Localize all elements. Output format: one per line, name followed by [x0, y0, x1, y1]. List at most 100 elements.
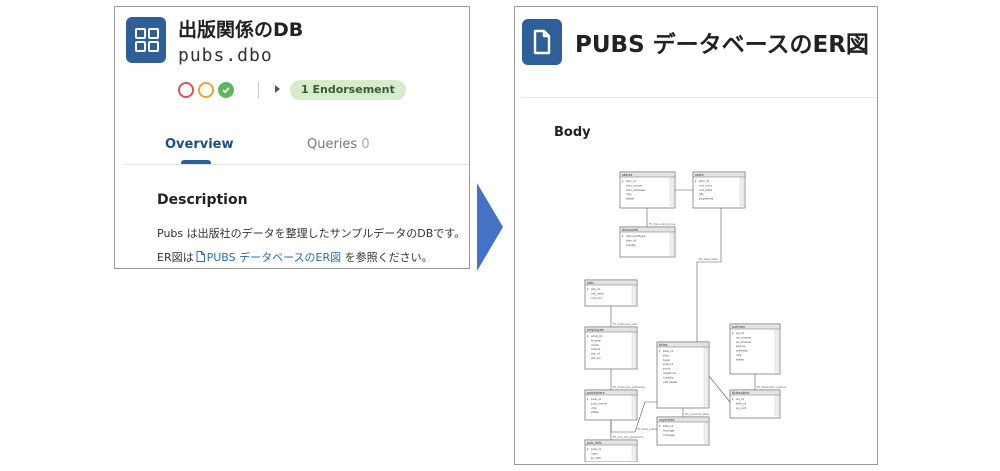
er-column: title_id: [736, 401, 746, 405]
er-column: price: [663, 367, 671, 371]
er-table-title: sales: [695, 173, 704, 177]
er-table-title: discounts: [622, 228, 638, 232]
er-column: au_lname: [736, 335, 751, 339]
er-key-icon: ⚷: [659, 349, 661, 353]
er-table-scrollbar: [669, 232, 674, 256]
er-column: ord_date: [699, 188, 712, 192]
tab-queries-count: 0: [361, 137, 370, 152]
tab-divider: [125, 164, 469, 165]
er-table: stores ⚷stor_idstor_namestor_addresscitys…: [619, 171, 676, 209]
document-icon: [196, 251, 205, 262]
er-column: lname: [591, 347, 600, 351]
green-check-circle-icon[interactable]: [218, 82, 234, 98]
er-column: au_id: [736, 397, 744, 401]
er-column: title_id: [663, 349, 673, 353]
er-column: fname: [591, 338, 601, 342]
description-prefix: ER図は: [157, 251, 194, 264]
er-column: job_id: [590, 287, 600, 291]
er-key-icon: ⚷: [732, 331, 734, 335]
er-table: authors ⚷au_idau_lnameau_fnamephoneaddres…: [729, 323, 781, 375]
er-column: phone: [736, 344, 746, 348]
er-table-title: jobs: [586, 281, 594, 285]
er-relationship-label: FK_pub_info_publishers: [613, 435, 644, 439]
page-title: PUBS データベースのER図: [575, 32, 869, 58]
er-table-scrollbar: [631, 285, 636, 305]
document-icon: [522, 19, 562, 65]
er-column: state: [626, 197, 634, 201]
er-column: type: [663, 358, 670, 362]
er-table-border: [692, 171, 746, 209]
er-table-title: authors: [732, 325, 745, 329]
description-heading: Description: [157, 192, 248, 208]
red-circle-icon[interactable]: [178, 82, 194, 98]
er-column: job_id: [590, 352, 600, 356]
divider: [258, 82, 259, 98]
er-diagram-link[interactable]: PUBS データベースのER図: [206, 251, 342, 264]
er-column: stor_name: [626, 183, 642, 187]
er-key-icon: ⚷: [732, 397, 734, 401]
orange-circle-icon[interactable]: [198, 82, 214, 98]
section-heading: Body: [554, 125, 591, 140]
er-column: address: [736, 349, 748, 353]
tab-queries[interactable]: Queries 0: [307, 137, 370, 152]
database-grid-icon: [126, 17, 166, 63]
er-relationship-label: FK_employee_jobs: [613, 322, 638, 326]
er-column: logo: [591, 451, 598, 455]
tab-overview[interactable]: Overview: [165, 137, 234, 152]
er-table-header: [729, 323, 781, 330]
document-page: PUBS データベースのER図 Body FK_sales_storesFK_d…: [514, 6, 878, 465]
endorsement-badge[interactable]: 1 Endorsement: [290, 80, 406, 100]
er-column: city: [626, 192, 632, 196]
er-key-icon: ⚷: [695, 179, 697, 183]
er-key-icon: ⚷: [587, 447, 589, 451]
er-column: emp_id: [591, 334, 602, 338]
er-table-header: [729, 389, 781, 396]
er-table-scrollbar: [631, 332, 636, 368]
er-column: title: [663, 353, 669, 357]
er-column: royalty: [663, 375, 674, 379]
er-column: qty: [699, 192, 704, 196]
er-column: stor_id: [626, 179, 636, 183]
er-table-border: [619, 171, 676, 209]
er-table-title: pub_info: [587, 441, 602, 445]
er-table-header: [692, 171, 746, 178]
er-relationship-label: FK_roysched_titles: [685, 412, 710, 416]
er-column: stor_address: [626, 188, 646, 192]
er-relationship-label: FK_titles_publishers: [637, 427, 663, 431]
er-column: au_fname: [736, 340, 751, 344]
arrow-right-icon: [477, 183, 503, 271]
er-column: pub_id: [663, 362, 673, 366]
er-table-title: titleauthor: [732, 391, 750, 395]
database-card: 出版関係のDB pubs.dbo 1 Endorsement Overview …: [114, 6, 470, 269]
er-column: title_id: [663, 424, 673, 428]
er-diagram: FK_sales_storesFK_discounts_storesFK_sal…: [584, 171, 787, 462]
er-table-header: [656, 341, 710, 348]
er-column: au_id: [736, 331, 744, 335]
er-table-border: [656, 341, 710, 409]
database-schema: pubs.dbo: [178, 45, 273, 66]
er-table-scrollbar: [631, 395, 636, 419]
er-table-title: publishers: [587, 391, 605, 395]
er-relationship-line: [708, 375, 731, 403]
status-row: 1 Endorsement: [178, 80, 448, 100]
er-table-header: [619, 171, 676, 178]
er-column: pub_name: [591, 401, 607, 405]
er-column: stor_id: [626, 238, 636, 242]
er-key-icon: ⚷: [587, 287, 589, 291]
er-key-icon: ⚷: [622, 179, 624, 183]
er-table-title: stores: [622, 173, 633, 177]
active-tab-indicator: [181, 160, 211, 164]
er-table-scrollbar: [774, 395, 779, 417]
caret-right-icon[interactable]: [275, 85, 280, 93]
er-column: stor_id: [699, 179, 709, 183]
er-table-header: [584, 389, 638, 396]
er-key-icon: ⚷: [587, 397, 589, 401]
er-column: city: [736, 353, 742, 357]
